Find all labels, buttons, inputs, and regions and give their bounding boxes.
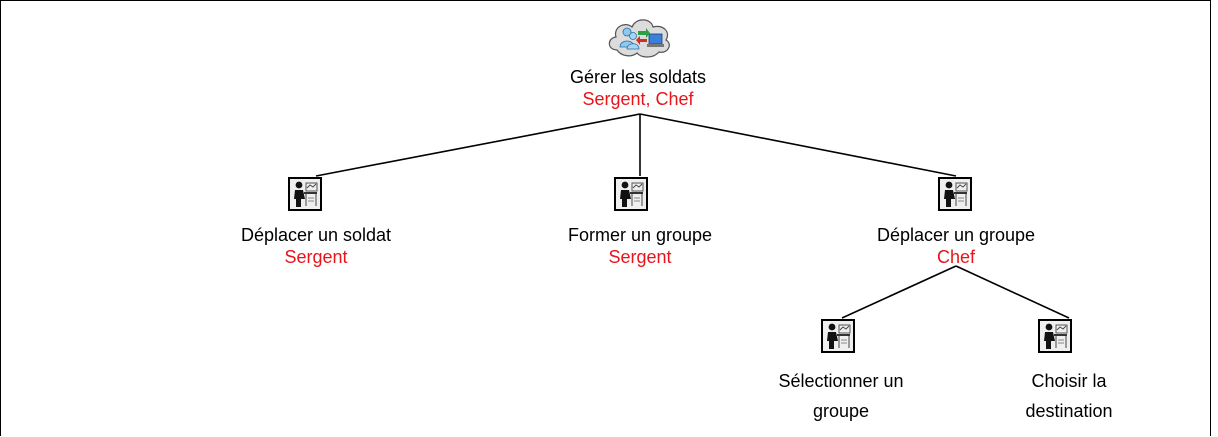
task-role: Sergent [284, 247, 348, 267]
person-at-desk-icon [938, 177, 972, 211]
subtask-selectionner-groupe: Sélectionner un groupe [778, 366, 903, 426]
task-label: Former un groupe [567, 225, 713, 245]
task-role: Sergent [608, 247, 672, 267]
edge-root-deplacer-soldat [315, 113, 641, 177]
task-label: Déplacer un groupe [876, 225, 1036, 245]
edge-groupe-selectionner [841, 265, 957, 319]
task-deplacer-soldat: Déplacer un soldat Sergent [241, 224, 391, 268]
task-deplacer-groupe: Déplacer un groupe Chef [877, 224, 1035, 268]
edge-groupe-destination [955, 265, 1070, 319]
person-at-desk-icon [821, 319, 855, 353]
subtask-label-line1: Choisir la [1031, 371, 1107, 391]
edge-root-deplacer-groupe [639, 113, 957, 177]
person-at-desk-icon [1038, 319, 1072, 353]
root-task-label: Gérer les soldats [569, 67, 707, 87]
subtask-label-line2: groupe [812, 401, 870, 421]
subtask-label-line1: Sélectionner un [778, 371, 904, 391]
task-label: Déplacer un soldat [240, 225, 392, 245]
task-former-groupe: Former un groupe Sergent [568, 224, 712, 268]
subtask-choisir-destination: Choisir la destination [1025, 366, 1112, 426]
user-computer-cloud-icon [605, 12, 675, 62]
subtask-label-line2: destination [1025, 401, 1113, 421]
person-at-desk-icon [288, 177, 322, 211]
root-task-roles: Sergent, Chef [582, 89, 694, 109]
root-task: Gérer les soldats Sergent, Chef [570, 66, 706, 110]
task-role: Chef [936, 247, 976, 267]
person-at-desk-icon [614, 177, 648, 211]
